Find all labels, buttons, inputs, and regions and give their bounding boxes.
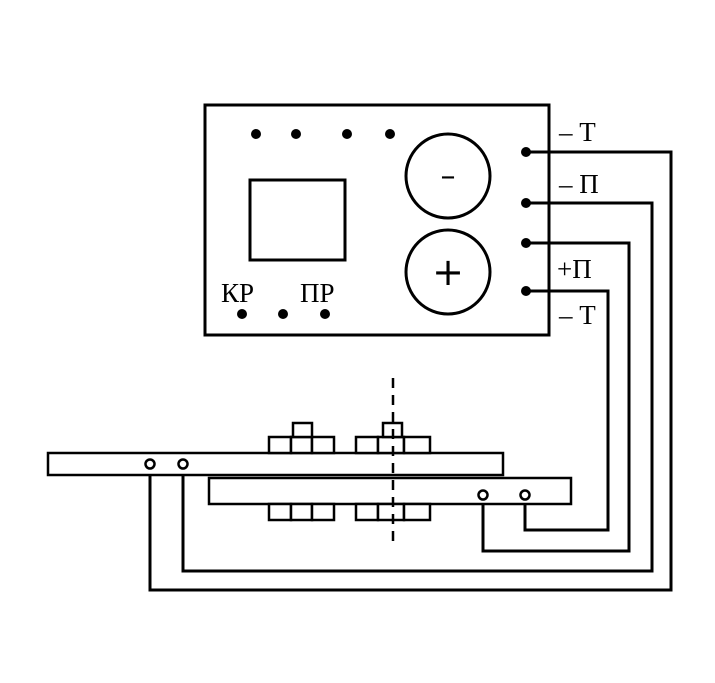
plus-terminal-dial bbox=[404, 228, 492, 316]
label-kr: КР bbox=[221, 278, 254, 308]
clamp-pad bbox=[402, 435, 432, 455]
instrument-housing bbox=[203, 103, 551, 337]
probe-pin bbox=[519, 489, 531, 501]
wire-minus-t-top bbox=[148, 150, 673, 592]
indicator-dot bbox=[291, 129, 301, 139]
clamp-pad bbox=[289, 435, 314, 455]
lower-plate bbox=[207, 476, 573, 506]
indicator-dot bbox=[278, 309, 288, 319]
label-minus-t-top: – Т bbox=[558, 117, 596, 147]
wire-minus-t-bottom bbox=[523, 289, 610, 532]
upper-plate bbox=[46, 451, 505, 477]
minus-terminal-dial bbox=[404, 132, 492, 220]
clamp-pad bbox=[376, 502, 406, 522]
indicator-dot bbox=[251, 129, 261, 139]
clamp-block bbox=[291, 421, 314, 439]
clamp-pad bbox=[267, 435, 293, 455]
clamp-pad bbox=[289, 502, 314, 522]
wire-plus-p bbox=[481, 241, 631, 553]
display-window bbox=[248, 178, 347, 262]
clamp-pad bbox=[310, 435, 336, 455]
clamp-pad bbox=[376, 435, 406, 455]
probe-pin bbox=[477, 489, 489, 501]
plus-terminal-sign: + bbox=[432, 250, 464, 294]
clamp-pad bbox=[402, 502, 432, 522]
label-pr: ПР bbox=[300, 278, 335, 308]
clamp-pad bbox=[354, 502, 380, 522]
indicator-dots-bottom bbox=[237, 309, 330, 319]
clamp-pad bbox=[310, 502, 336, 522]
label-minus-p: – П bbox=[558, 169, 599, 199]
indicator-dot bbox=[342, 129, 352, 139]
probe-pin bbox=[177, 458, 189, 470]
sample-assembly bbox=[46, 378, 573, 545]
clamp-pad bbox=[267, 502, 293, 522]
indicator-dots-top bbox=[251, 129, 395, 139]
wires bbox=[148, 150, 673, 592]
label-plus-p: +П bbox=[557, 254, 592, 284]
indicator-dot bbox=[320, 309, 330, 319]
clamp-pad bbox=[354, 435, 380, 455]
wire-minus-p bbox=[181, 201, 654, 573]
output-connectors bbox=[521, 147, 531, 296]
label-minus-t-bottom: – Т bbox=[558, 300, 596, 330]
indicator-dot bbox=[385, 129, 395, 139]
probe-pin bbox=[144, 458, 156, 470]
minus-terminal-sign: – bbox=[441, 159, 456, 194]
indicator-dot bbox=[237, 309, 247, 319]
